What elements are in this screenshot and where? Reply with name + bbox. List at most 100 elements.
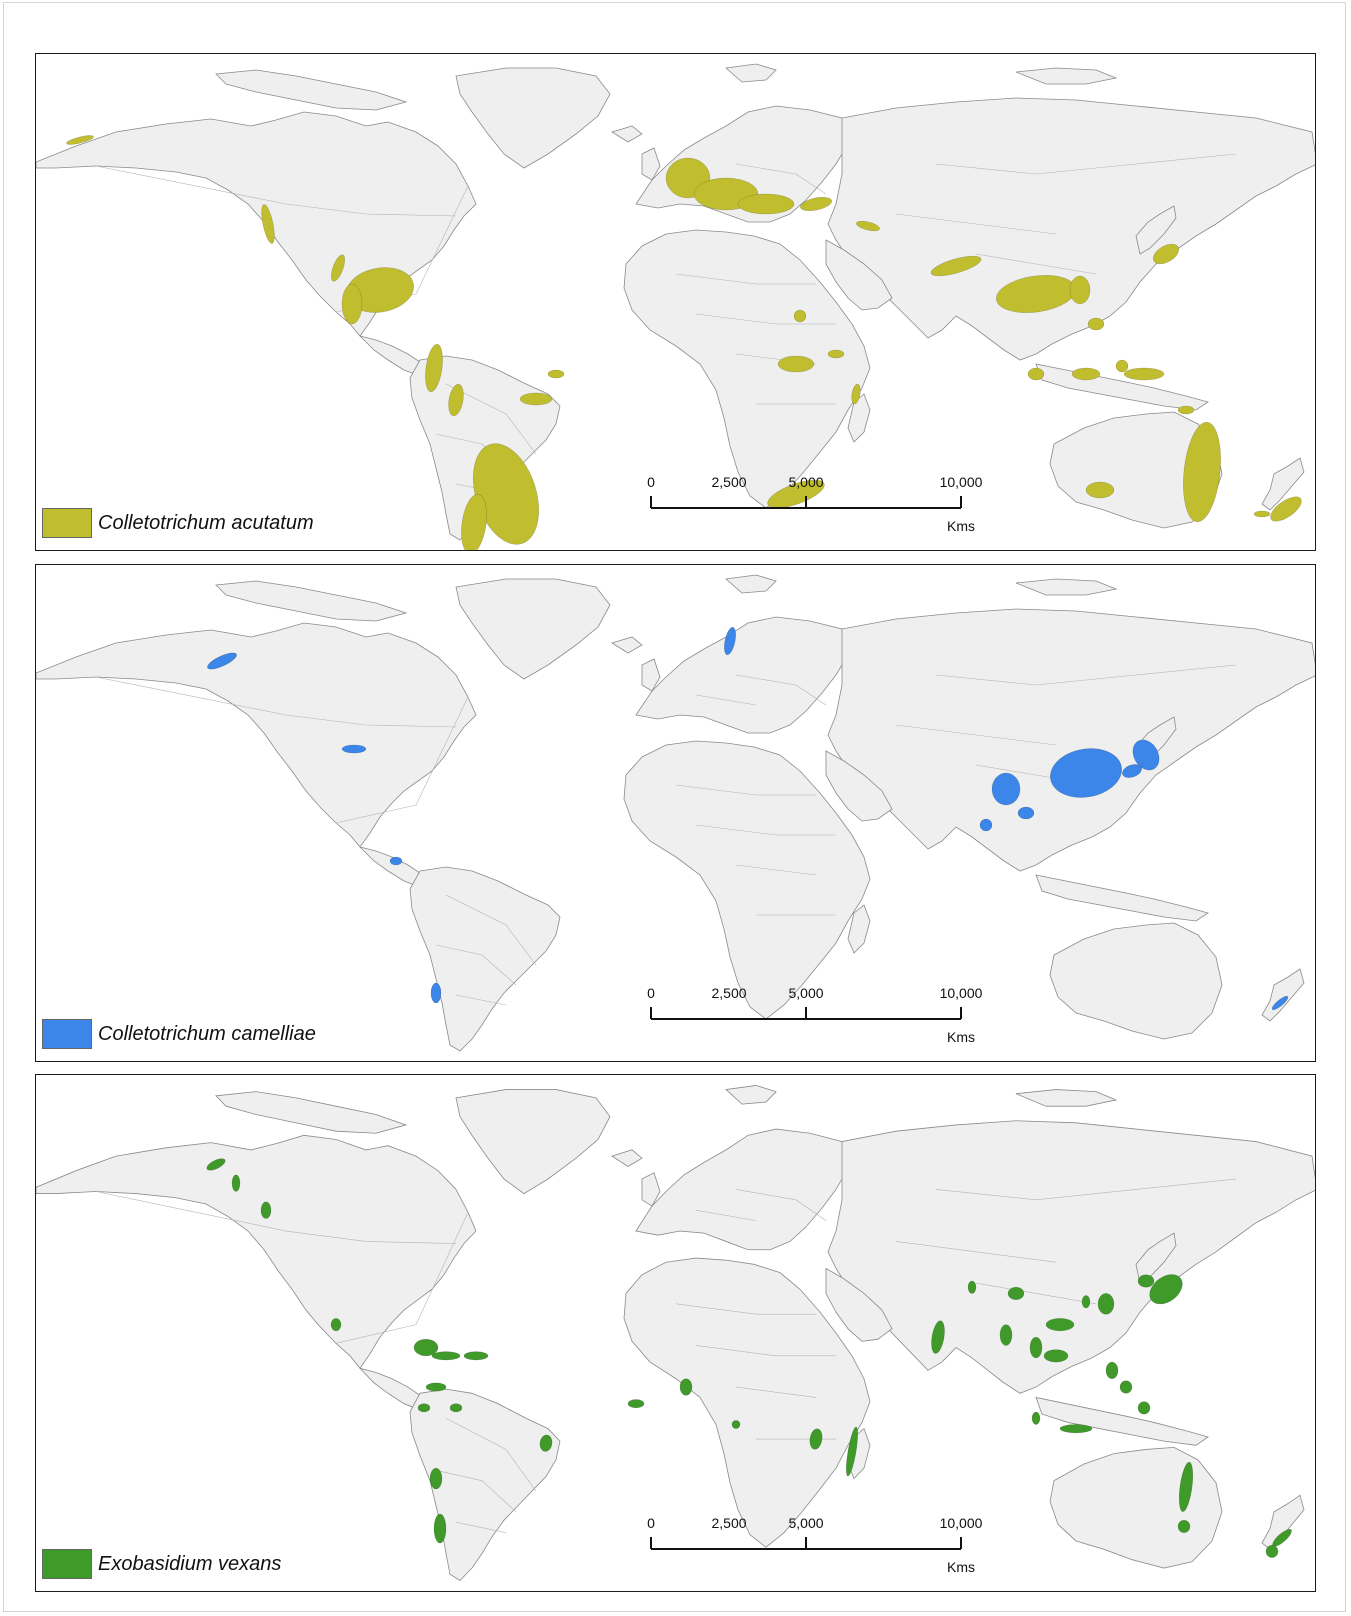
scale-bar-tick (960, 1537, 962, 1549)
landmass-madagascar (847, 904, 871, 954)
species-range-area (1085, 481, 1115, 499)
country-border (445, 894, 537, 966)
country-border (455, 1521, 507, 1533)
landmass-southeast-asia-islands (1035, 1396, 1209, 1446)
species-range-area (461, 493, 487, 550)
landmass-europe (635, 1128, 849, 1251)
species-range-area (827, 349, 845, 359)
species-range-area (547, 369, 565, 379)
species-range-area (999, 1324, 1013, 1346)
species-range-area (967, 1280, 977, 1294)
scale-bar-tick (805, 496, 807, 508)
country-border (95, 1191, 457, 1244)
landmass-iceland (611, 636, 643, 654)
country-border (895, 1241, 1057, 1263)
country-border (735, 1189, 827, 1221)
species-range-area (1177, 1519, 1191, 1533)
species-range-area (679, 1378, 693, 1396)
landmass-iceland (611, 1149, 643, 1168)
landmass-arabia (825, 750, 893, 822)
country-border (935, 1178, 1237, 1201)
species-range-area (1177, 405, 1195, 415)
species-range-area (1087, 317, 1105, 331)
landmass-arctic-islands (215, 69, 408, 111)
species-range-area (519, 392, 553, 406)
scale-bar-unit: Kms (947, 518, 975, 534)
landmass-north-america (36, 1134, 477, 1370)
scale-bar-tick (650, 496, 652, 508)
species-range-area (206, 1158, 226, 1171)
landmass-greenland (455, 67, 611, 169)
landmass-africa (623, 229, 871, 509)
scale-bar-unit: Kms (947, 1029, 975, 1045)
country-border (435, 944, 517, 986)
species-range-area (1027, 367, 1045, 381)
species-range-area (448, 383, 464, 417)
species-range-area (261, 204, 275, 244)
species-range-area (231, 1174, 241, 1192)
scale-bar-tick-label: 0 (647, 474, 655, 490)
species-range-area (737, 193, 795, 215)
species-range-area (417, 1403, 431, 1413)
landmass-new-zealand (1261, 457, 1305, 511)
scale-bar-tick (960, 496, 962, 508)
species-range-area (433, 1513, 447, 1544)
legend-swatch (42, 508, 92, 538)
scale-bar-tick-label: 0 (647, 985, 655, 1001)
scale-bar-tick (805, 1537, 807, 1549)
landmass-siberian-islands (1015, 67, 1118, 85)
landmass-uk (641, 658, 661, 692)
species-range-area (1097, 1293, 1115, 1315)
country-border (695, 1209, 757, 1221)
species-range-area (431, 1351, 461, 1361)
landmass-svalbard (725, 1084, 777, 1105)
landmass-svalbard (725, 63, 777, 83)
species-range-area (731, 1420, 741, 1429)
legend: Colletotrichum acutatum (42, 508, 314, 538)
country-border (935, 664, 1237, 686)
scale-bar-tick-label: 10,000 (939, 1515, 983, 1531)
species-range-area (389, 856, 403, 866)
species-range-area (931, 1320, 945, 1354)
legend: Colletotrichum camelliae (42, 1019, 316, 1049)
landmass-southeast-asia-islands (1035, 874, 1209, 922)
species-range-area (930, 255, 982, 277)
landmass-africa (623, 1257, 871, 1548)
species-range-area (425, 1382, 447, 1392)
country-border (95, 165, 457, 217)
landmass-south-america (409, 866, 561, 1052)
country-border (975, 253, 1097, 275)
landmass-asia (827, 97, 1315, 361)
country-border (975, 1282, 1097, 1305)
species-range-area (1059, 1424, 1093, 1434)
scale-bar-tick-label: 5,000 (788, 985, 824, 1001)
landmass-arctic-islands (215, 1091, 408, 1134)
species-range-area (341, 283, 363, 325)
landmass-siberian-islands (1015, 578, 1118, 596)
scale-bar-tick-label: 10,000 (939, 985, 983, 1001)
country-border (335, 1212, 469, 1344)
species-range-area (1132, 739, 1160, 771)
legend-species-label: Colletotrichum acutatum (98, 511, 314, 534)
scale-bar-tick (650, 1537, 652, 1549)
species-range-area (1253, 510, 1271, 518)
species-range-area (991, 772, 1021, 806)
country-border (735, 1386, 817, 1398)
species-range-area (429, 1467, 443, 1490)
country-border (935, 153, 1237, 175)
landmass-madagascar (847, 393, 871, 443)
species-range-area (1031, 1411, 1041, 1425)
species-range-area (1137, 1274, 1155, 1288)
country-border (735, 163, 827, 195)
species-range-area (1270, 496, 1302, 522)
landmass-iceland (611, 125, 643, 143)
species-range-area (1069, 275, 1091, 305)
landmass-australia (1049, 922, 1223, 1040)
scale-bar-tick-label: 10,000 (939, 474, 983, 490)
species-range-area (463, 1351, 489, 1361)
species-range-area (1115, 359, 1129, 373)
landmass-arctic-islands (215, 580, 408, 622)
